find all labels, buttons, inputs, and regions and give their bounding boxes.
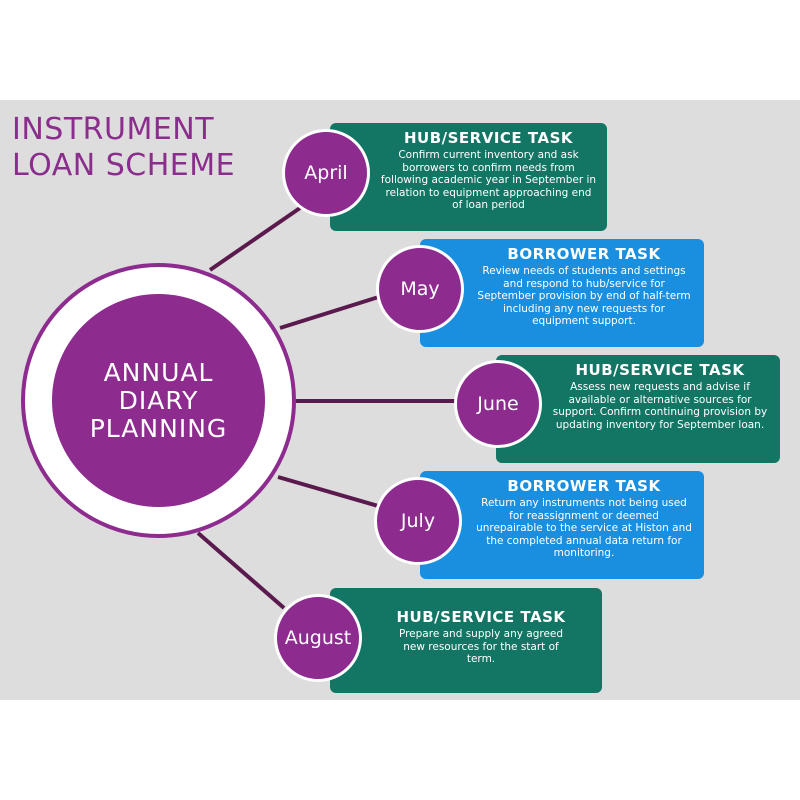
task-box-july: BORROWER TASK Return any instruments not… <box>420 471 704 579</box>
task-box-june: HUB/SERVICE TASK Assess new requests and… <box>496 355 780 463</box>
month-label: June <box>477 393 519 415</box>
month-label: April <box>304 162 348 184</box>
connector-may <box>279 293 386 330</box>
hub-circle: ANNUAL DIARY PLANNING <box>52 294 265 507</box>
month-april: April <box>282 129 370 217</box>
hub-line-2: DIARY <box>118 385 199 415</box>
month-july: July <box>374 477 462 565</box>
connector-august <box>196 531 286 610</box>
task-text: Assess new requests and advise if availa… <box>552 381 768 431</box>
task-heading: HUB/SERVICE TASK <box>396 608 566 626</box>
month-label: July <box>400 510 436 532</box>
connector-april <box>208 206 302 272</box>
month-label: August <box>284 627 352 649</box>
page-title: INSTRUMENT LOAN SCHEME <box>12 112 235 184</box>
task-text: Prepare and supply any agreed new resour… <box>398 628 564 665</box>
month-june: June <box>454 360 542 448</box>
task-heading: HUB/SERVICE TASK <box>575 361 745 379</box>
title-line-1: INSTRUMENT <box>12 112 215 147</box>
task-box-august: HUB/SERVICE TASK Prepare and supply any … <box>330 588 602 693</box>
title-line-2: LOAN SCHEME <box>12 148 236 183</box>
month-august: August <box>274 594 362 682</box>
hub-line-1: ANNUAL <box>103 357 214 387</box>
month-label: May <box>400 278 440 300</box>
task-heading: HUB/SERVICE TASK <box>403 129 573 147</box>
task-heading: BORROWER TASK <box>507 477 661 495</box>
hub-line-3: PLANNING <box>89 413 228 443</box>
task-text: Review needs of students and settings an… <box>477 265 691 327</box>
task-box-april: HUB/SERVICE TASK Confirm current invento… <box>330 123 607 231</box>
task-heading: BORROWER TASK <box>507 245 661 263</box>
task-box-may: BORROWER TASK Review needs of students a… <box>420 239 704 347</box>
connector-july <box>277 475 386 510</box>
month-may: May <box>376 245 464 333</box>
task-text: Return any instruments not being used fo… <box>476 497 692 559</box>
task-text: Confirm current inventory and ask borrow… <box>380 149 597 211</box>
